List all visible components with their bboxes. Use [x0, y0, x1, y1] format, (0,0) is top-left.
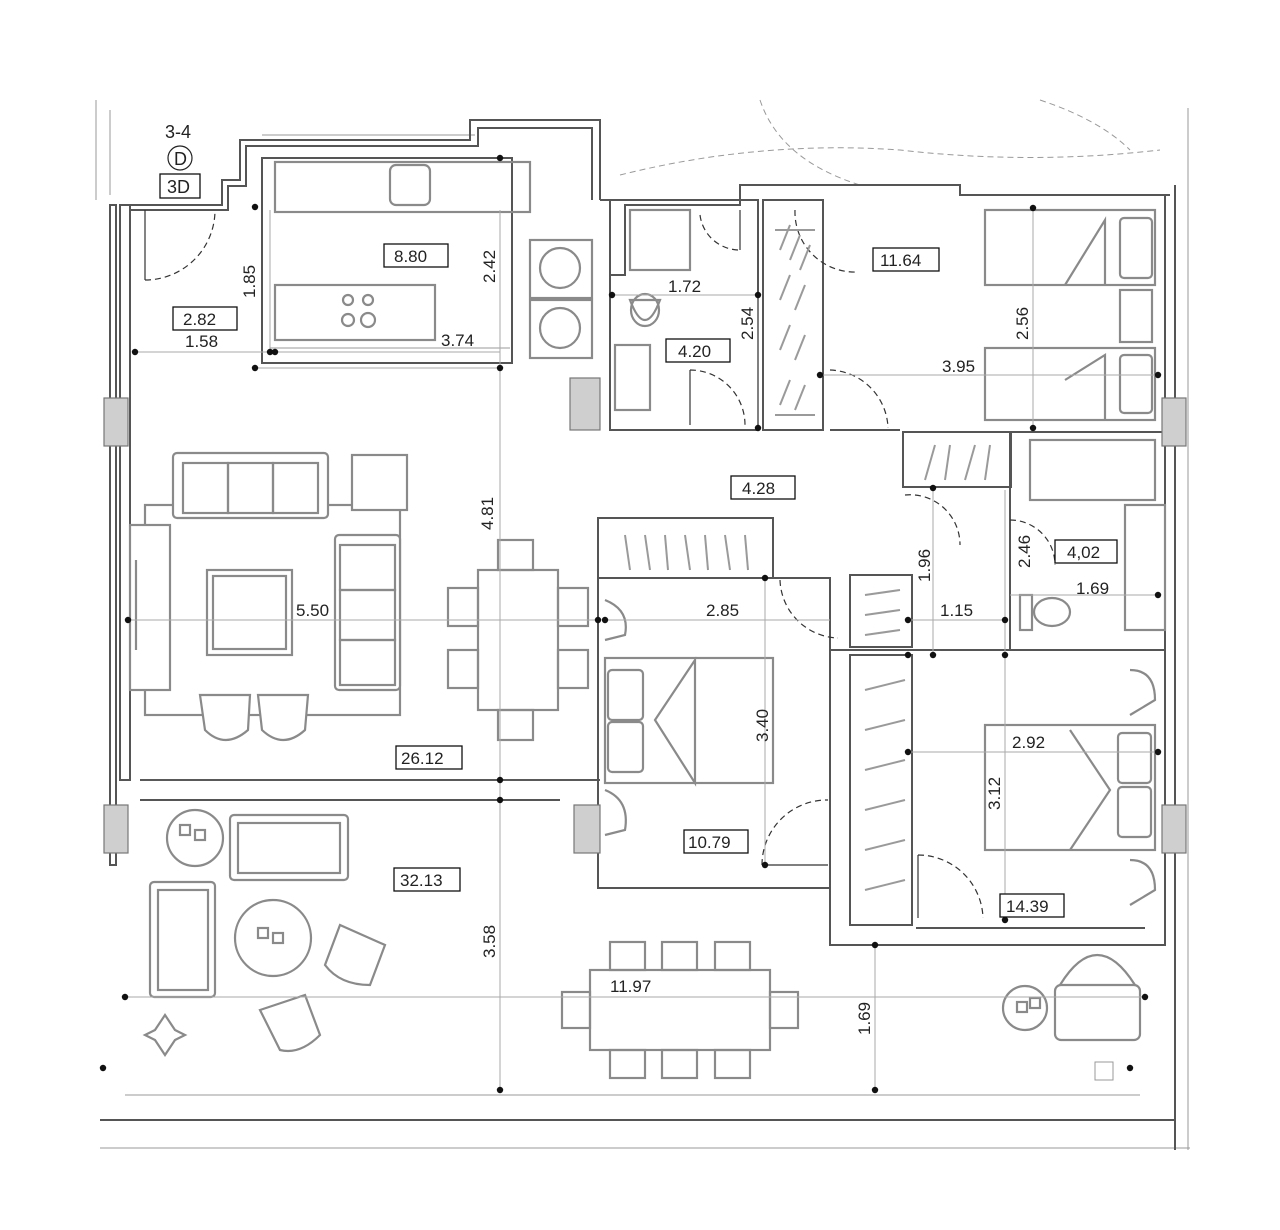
columns	[103, 397, 1187, 854]
dim-kitchen-width: 3.74	[441, 331, 474, 350]
area-kitchen: 8.80	[394, 247, 427, 266]
dim-bath1-height: 2.54	[738, 307, 757, 340]
dim-living-height: 4.81	[478, 497, 497, 530]
dim-bed2-height: 3.40	[753, 709, 772, 742]
dimension-lines	[125, 208, 1160, 1090]
dim-kitchen-height: 2.42	[480, 250, 499, 283]
dimension-texts: 1.85 1.58 2.42 3.74 1.72 2.54 3.95 2.56 …	[185, 250, 1109, 1035]
wardrobe-bedroom-2	[624, 534, 749, 571]
doors	[144, 209, 1056, 919]
bathroom-1-fixtures	[613, 208, 692, 412]
dim-corridor-height: 1.96	[915, 549, 934, 582]
dim-bath2-width: 1.69	[1076, 579, 1109, 598]
unit-code: 3-4	[165, 122, 191, 142]
master-bed	[983, 668, 1157, 906]
area-living-dining: 26.12	[401, 749, 444, 768]
dim-master-height: 3.12	[985, 777, 1004, 810]
room-areas: 2.82 8.80 4.20 11.64 4.28 4,02 26.12 10.…	[172, 243, 1118, 918]
terrace-furniture	[142, 808, 1142, 1081]
kitchen-furniture	[270, 160, 594, 360]
dim-living-width: 5.50	[296, 601, 329, 620]
interior-walls	[569, 199, 1166, 946]
area-hall: 4.28	[742, 479, 775, 498]
area-terrace: 32.13	[400, 871, 443, 890]
area-bathroom-1: 4.20	[678, 342, 711, 361]
living-furniture	[128, 451, 590, 742]
dim-bed2-width: 2.85	[706, 601, 739, 620]
area-bedroom-master: 14.39	[1006, 897, 1049, 916]
dim-corridor-width: 1.15	[940, 601, 973, 620]
wardrobe-hall	[924, 444, 991, 481]
dim-twin-width: 3.95	[942, 357, 975, 376]
unit-tag: 3-4 D 3D	[159, 122, 201, 199]
dimension-dots	[99, 154, 1162, 1094]
area-bedroom-2: 10.79	[688, 833, 731, 852]
dim-entrance-width: 1.58	[185, 332, 218, 351]
twin-beds	[983, 208, 1157, 422]
unit-block: D	[174, 149, 187, 169]
wardrobe-twin-bedroom	[775, 224, 815, 416]
dim-entrance-height: 1.85	[240, 265, 259, 298]
dim-terrace-height: 3.58	[480, 925, 499, 958]
dim-bath1-width: 1.72	[668, 277, 701, 296]
area-entrance: 2.82	[183, 310, 216, 329]
bedroom-2-bed	[603, 598, 775, 837]
site-lines	[95, 99, 1190, 1150]
area-bedroom-twin: 11.64	[880, 251, 921, 270]
area-bathroom-2: 4,02	[1067, 543, 1100, 562]
dim-terrace-depth: 1.69	[855, 1002, 874, 1035]
unit-type: 3D	[167, 177, 190, 197]
dim-terrace-width: 11.97	[610, 977, 651, 996]
dim-twin-height: 2.56	[1013, 307, 1032, 340]
wardrobe-master	[864, 589, 906, 891]
dim-master-width: 2.92	[1012, 733, 1045, 752]
wardrobes	[624, 224, 991, 891]
dim-bath2-height: 2.46	[1015, 535, 1034, 568]
bathroom-2-fixtures	[1018, 438, 1167, 632]
